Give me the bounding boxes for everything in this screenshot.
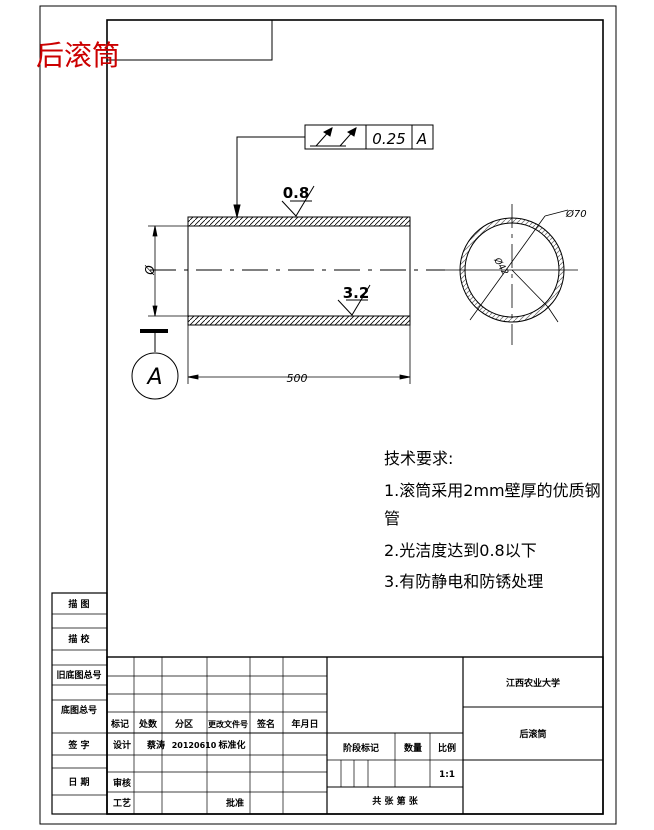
length-dimension <box>187 325 411 384</box>
label-check: 描 校 <box>68 633 90 645</box>
tb-scale-value: 1:1 <box>439 770 455 780</box>
tb-part-name: 后滚筒 <box>519 728 546 740</box>
tolerance-frame <box>233 124 434 218</box>
tb-university: 江西农业大学 <box>506 677 560 689</box>
tb-designer: 蔡涛 <box>146 739 165 751</box>
tb-review: 审核 <box>113 777 131 789</box>
runout-icon <box>310 127 357 147</box>
datum-symbol <box>131 329 179 400</box>
label-drawing: 描 图 <box>68 598 89 610</box>
datum-label: A <box>145 365 162 390</box>
tolerance-datum: A <box>416 130 427 148</box>
tb-h-count: 处数 <box>138 718 158 730</box>
tb-scale: 比例 <box>438 742 456 754</box>
label-date: 日 期 <box>68 776 89 788</box>
tb-process: 工艺 <box>113 797 131 809</box>
label-base-no: 底图总号 <box>61 704 97 716</box>
tech-item-1-cont: 管 <box>384 509 400 528</box>
tb-sheets: 共 张 第 张 <box>372 795 418 807</box>
title-block-grid <box>106 656 604 815</box>
tb-approve: 批准 <box>226 797 244 809</box>
diameter-symbol: Ø <box>143 265 157 276</box>
length-value: 500 <box>287 372 308 385</box>
outer-border <box>39 5 617 825</box>
tb-qty: 数量 <box>404 742 422 754</box>
tolerance-value: 0.25 <box>372 130 405 148</box>
tube-section-view <box>150 216 445 326</box>
tb-design-date: 20120610 <box>172 741 217 750</box>
code-box <box>107 20 273 61</box>
label-old-no: 旧底图总号 <box>56 669 101 681</box>
roughness-bottom-value: 3.2 <box>343 284 370 302</box>
label-sign: 签 字 <box>67 739 89 751</box>
tb-h-date: 年月日 <box>291 718 318 730</box>
tech-item-2: 2.光洁度达到0.8以下 <box>384 541 537 560</box>
diameter-dimension <box>148 225 188 317</box>
roughness-top-value: 0.8 <box>283 184 310 202</box>
tb-h-zone: 分区 <box>175 718 193 730</box>
tb-h-sign: 签名 <box>256 718 275 730</box>
drawing-title: 后滚筒 <box>36 39 120 72</box>
tb-stage: 阶段标记 <box>343 742 379 754</box>
inner-diameter: Ø42 <box>491 255 511 278</box>
tb-design: 设计 <box>113 739 131 751</box>
end-view <box>445 204 578 345</box>
tb-standard: 标准化 <box>217 739 245 751</box>
tech-item-1: 1.滚筒采用2mm壁厚的优质钢 <box>384 481 601 500</box>
tech-requirements: 技术要求: 1.滚筒采用2mm壁厚的优质钢 管 2.光洁度达到0.8以下 3.有… <box>384 449 601 591</box>
outer-diameter: Ø70 <box>565 208 587 220</box>
roughness-top-icon <box>281 185 315 217</box>
tb-h-mark: 标记 <box>110 718 129 730</box>
roughness-bottom-icon <box>337 284 371 316</box>
tech-heading: 技术要求: <box>384 449 453 468</box>
tb-h-doc: 更改文件号 <box>208 719 248 729</box>
tech-item-3: 3.有防静电和防锈处理 <box>384 572 543 591</box>
inner-border <box>106 19 604 815</box>
